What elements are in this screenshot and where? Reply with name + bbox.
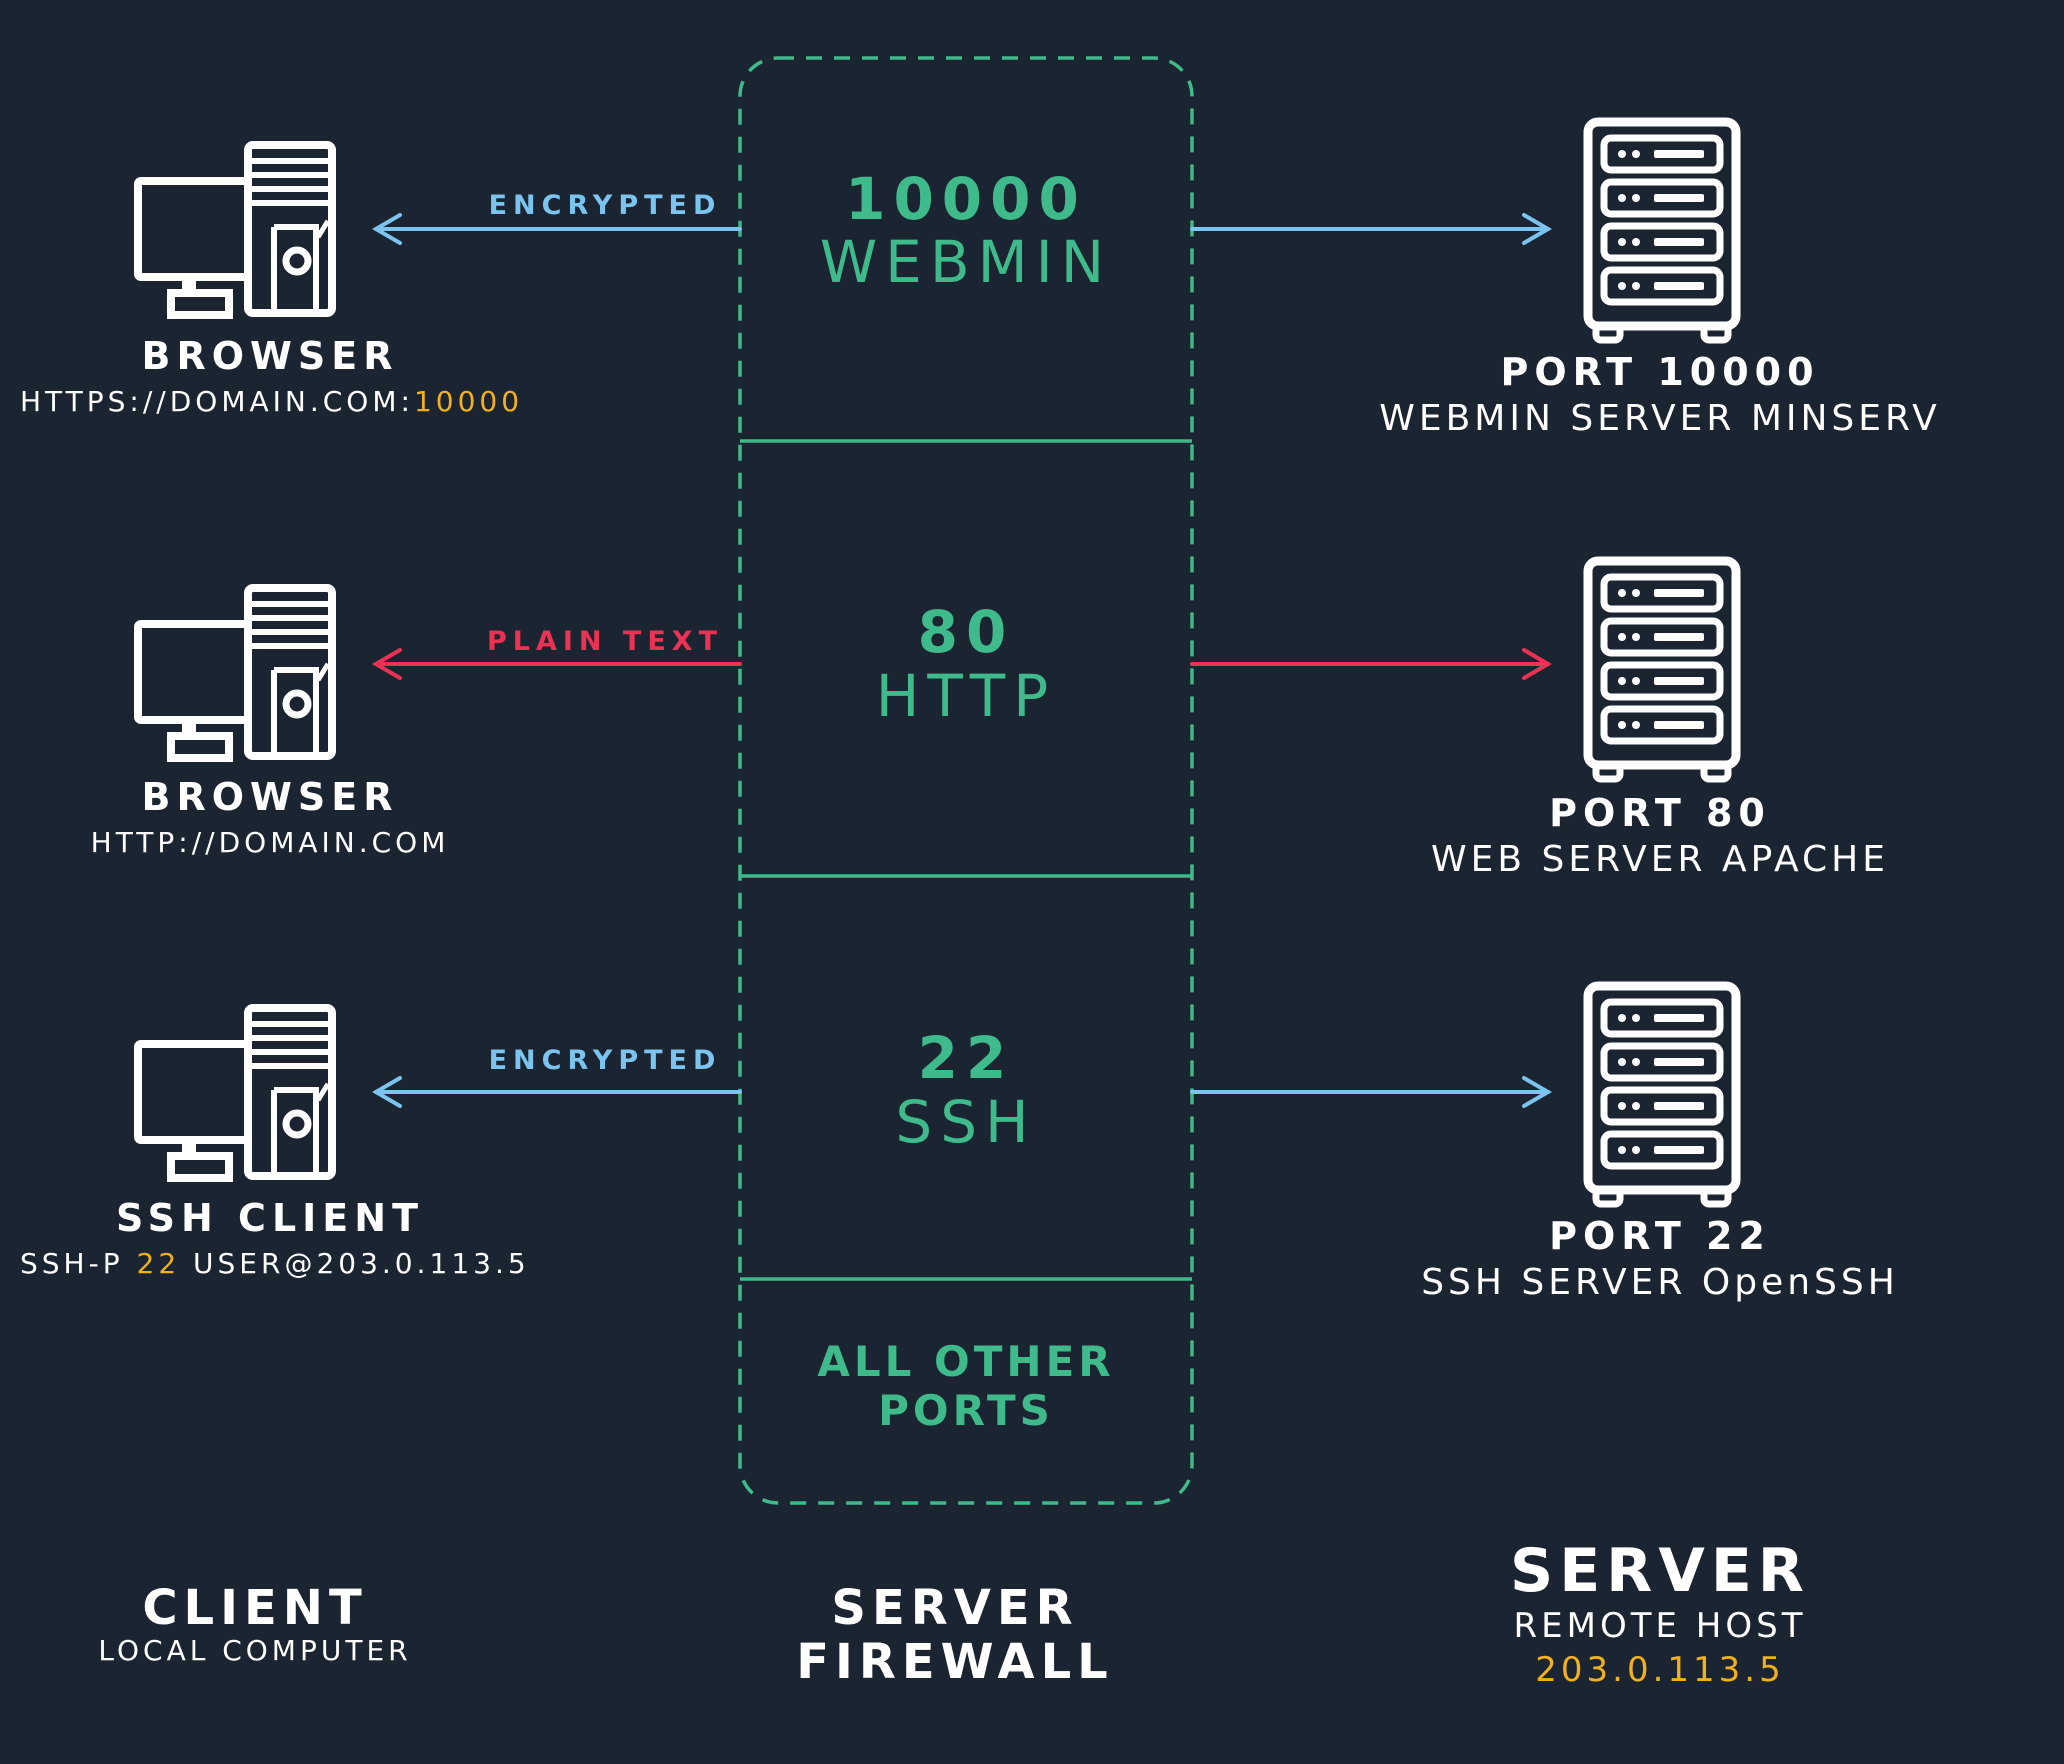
server-port: PORT 80 [1549, 791, 1771, 835]
computer-icon [138, 1008, 332, 1178]
arrow-right-http [1190, 648, 1552, 680]
firewall-port-number: 22 [917, 1024, 1015, 1092]
firewall-other-ports: ALL OTHER [817, 1337, 1115, 1386]
firewall-port-service: WEBMIN [819, 228, 1113, 296]
firewall-port-service: HTTP [875, 662, 1057, 730]
client-device-name: BROWSER [141, 334, 399, 378]
client-title: CLIENT [142, 1580, 368, 1636]
server-description: WEB SERVER APACHE [1431, 839, 1889, 880]
arrow-left-ssh [372, 1076, 742, 1108]
client-device-detail: HTTP://DOMAIN.COM [90, 826, 450, 859]
arrow-right-webmin [1190, 213, 1552, 245]
server-rack-icon [1588, 122, 1736, 340]
connection-label: PLAIN TEXT [486, 626, 724, 657]
arrow-left-http [372, 648, 742, 680]
arrow-right-ssh [1190, 1076, 1552, 1108]
firewall-port-number: 10000 [845, 165, 1087, 233]
server-title: SERVER [1509, 1536, 1811, 1606]
firewall-port-number: 80 [917, 598, 1015, 666]
firewall-box [738, 56, 1194, 1505]
arrow-left-webmin [372, 213, 742, 245]
firewall-title: FIREWALL [796, 1634, 1114, 1690]
server-port: PORT 22 [1549, 1214, 1771, 1258]
server-rack-icon [1588, 986, 1736, 1204]
server-port: PORT 10000 [1500, 350, 1820, 394]
computer-icon [138, 588, 332, 758]
firewall-port-service: SSH [895, 1088, 1037, 1156]
client-device-detail: SSH-P 22 USER@203.0.113.5 [20, 1247, 530, 1280]
client-device-name: SSH CLIENT [116, 1196, 424, 1240]
server-subtitle: REMOTE HOST [1513, 1606, 1807, 1646]
firewall-title: SERVER [831, 1580, 1079, 1636]
connection-label: ENCRYPTED [488, 1045, 722, 1076]
server-rack-icon [1588, 561, 1736, 779]
client-subtitle: LOCAL COMPUTER [98, 1634, 412, 1667]
client-device-detail: HTTPS://DOMAIN.COM:10000 [20, 385, 524, 418]
server-description: SSH SERVER OpenSSH [1421, 1262, 1899, 1303]
client-device-name: BROWSER [141, 775, 399, 819]
server-ip: 203.0.113.5 [1535, 1650, 1785, 1690]
computer-icon [138, 145, 332, 315]
firewall-other-ports: PORTS [878, 1386, 1054, 1435]
connection-label: ENCRYPTED [488, 190, 722, 221]
server-description: WEBMIN SERVER MINSERV [1379, 398, 1941, 439]
